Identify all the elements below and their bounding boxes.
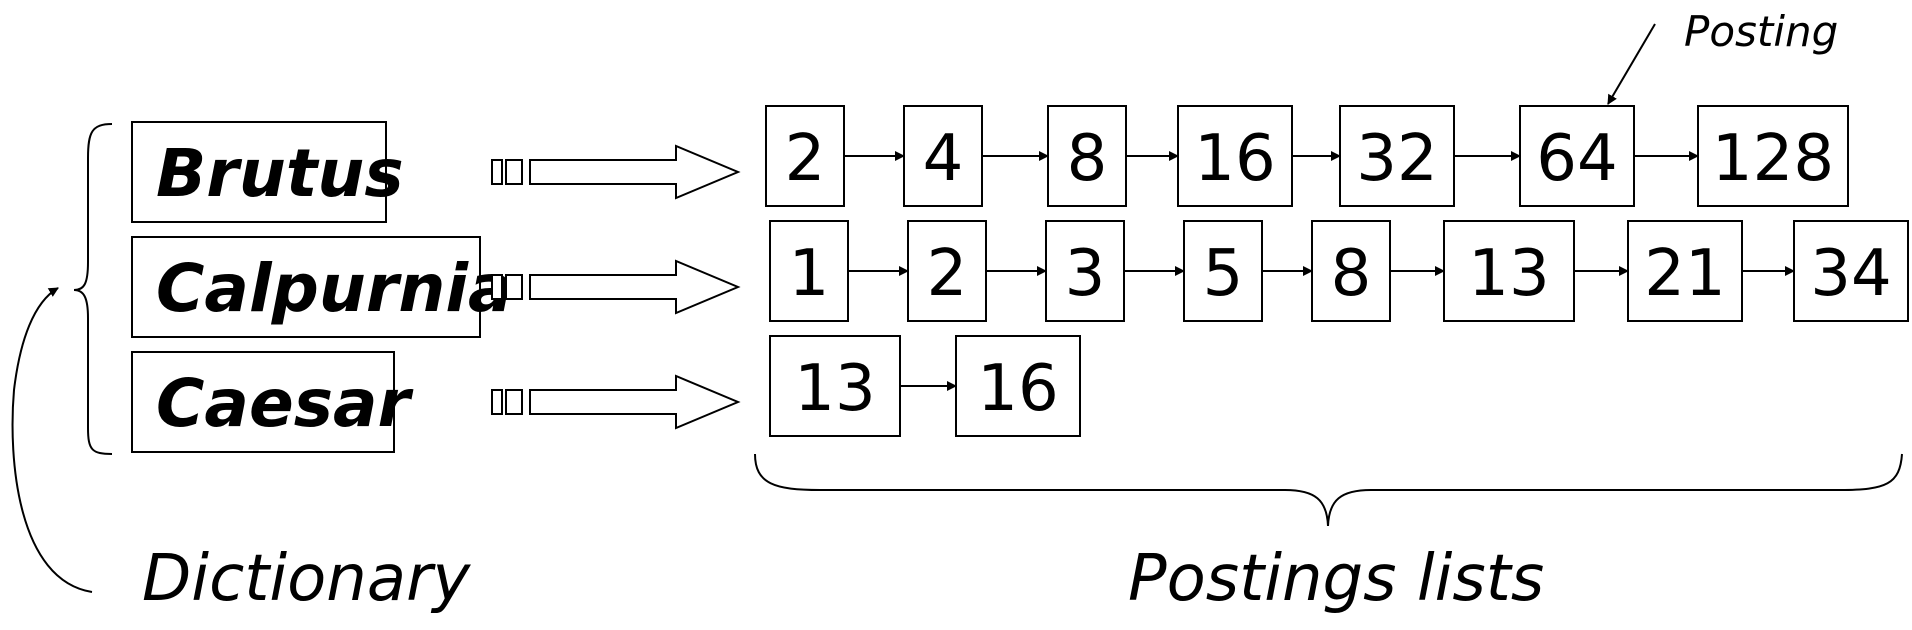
postings-brace bbox=[754, 453, 1903, 527]
posting-value: 128 bbox=[1712, 122, 1834, 196]
pointer-cell-icon bbox=[505, 389, 523, 415]
posting-box bbox=[1045, 220, 1125, 322]
posting-box bbox=[1627, 220, 1743, 322]
hollow-arrow-icon bbox=[529, 374, 741, 430]
posting-value: 16 bbox=[977, 352, 1058, 426]
posting-value: 34 bbox=[1810, 237, 1891, 311]
posting-value: 2 bbox=[927, 237, 968, 311]
posting-value: 21 bbox=[1644, 237, 1725, 311]
posting-box bbox=[1183, 220, 1263, 322]
posting-box bbox=[1519, 105, 1635, 207]
posting-value: 8 bbox=[1067, 122, 1108, 196]
posting-box bbox=[903, 105, 983, 207]
posting-box bbox=[1177, 105, 1293, 207]
pointer-cell-icon bbox=[505, 159, 523, 185]
posting-value: 16 bbox=[1194, 122, 1275, 196]
posting-value: 5 bbox=[1203, 237, 1244, 311]
term-box-brutus[interactable] bbox=[131, 121, 387, 223]
posting-value: 2 bbox=[785, 122, 826, 196]
posting-box bbox=[1793, 220, 1909, 322]
pointer-cell-icon bbox=[491, 274, 503, 300]
posting-box bbox=[1339, 105, 1455, 207]
posting-value: 32 bbox=[1356, 122, 1437, 196]
hollow-arrow-icon bbox=[529, 144, 741, 200]
dictionary-label: Dictionary bbox=[142, 542, 471, 616]
term-box-caesar[interactable] bbox=[131, 351, 395, 453]
posting-value: 64 bbox=[1536, 122, 1617, 196]
posting-value: 4 bbox=[923, 122, 964, 196]
posting-box bbox=[1443, 220, 1575, 322]
posting-box bbox=[769, 220, 849, 322]
dictionary-brace bbox=[73, 123, 113, 455]
posting-box bbox=[769, 335, 901, 437]
term-label: Brutus bbox=[156, 135, 404, 212]
posting-box bbox=[907, 220, 987, 322]
posting-box bbox=[1047, 105, 1127, 207]
posting-value: 1 bbox=[789, 237, 830, 311]
posting-callout-label: Posting bbox=[1684, 7, 1838, 56]
posting-value: 13 bbox=[794, 352, 875, 426]
posting-value: 13 bbox=[1468, 237, 1549, 311]
dictionary-curved-arrow bbox=[11, 287, 93, 593]
term-label: Calpurnia bbox=[156, 250, 513, 327]
posting-callout-arrow bbox=[1607, 23, 1656, 105]
posting-box bbox=[1697, 105, 1849, 207]
posting-box bbox=[955, 335, 1081, 437]
pointer-cell-icon bbox=[491, 389, 503, 415]
posting-value: 3 bbox=[1065, 237, 1106, 311]
posting-box bbox=[765, 105, 845, 207]
hollow-arrow-icon bbox=[529, 259, 741, 315]
pointer-cell-icon bbox=[491, 159, 503, 185]
term-box-calpurnia[interactable] bbox=[131, 236, 481, 338]
posting-box bbox=[1311, 220, 1391, 322]
term-label: Caesar bbox=[156, 365, 414, 442]
posting-value: 8 bbox=[1331, 237, 1372, 311]
pointer-cell-icon bbox=[505, 274, 523, 300]
postings-lists-label: Postings lists bbox=[1128, 542, 1544, 616]
